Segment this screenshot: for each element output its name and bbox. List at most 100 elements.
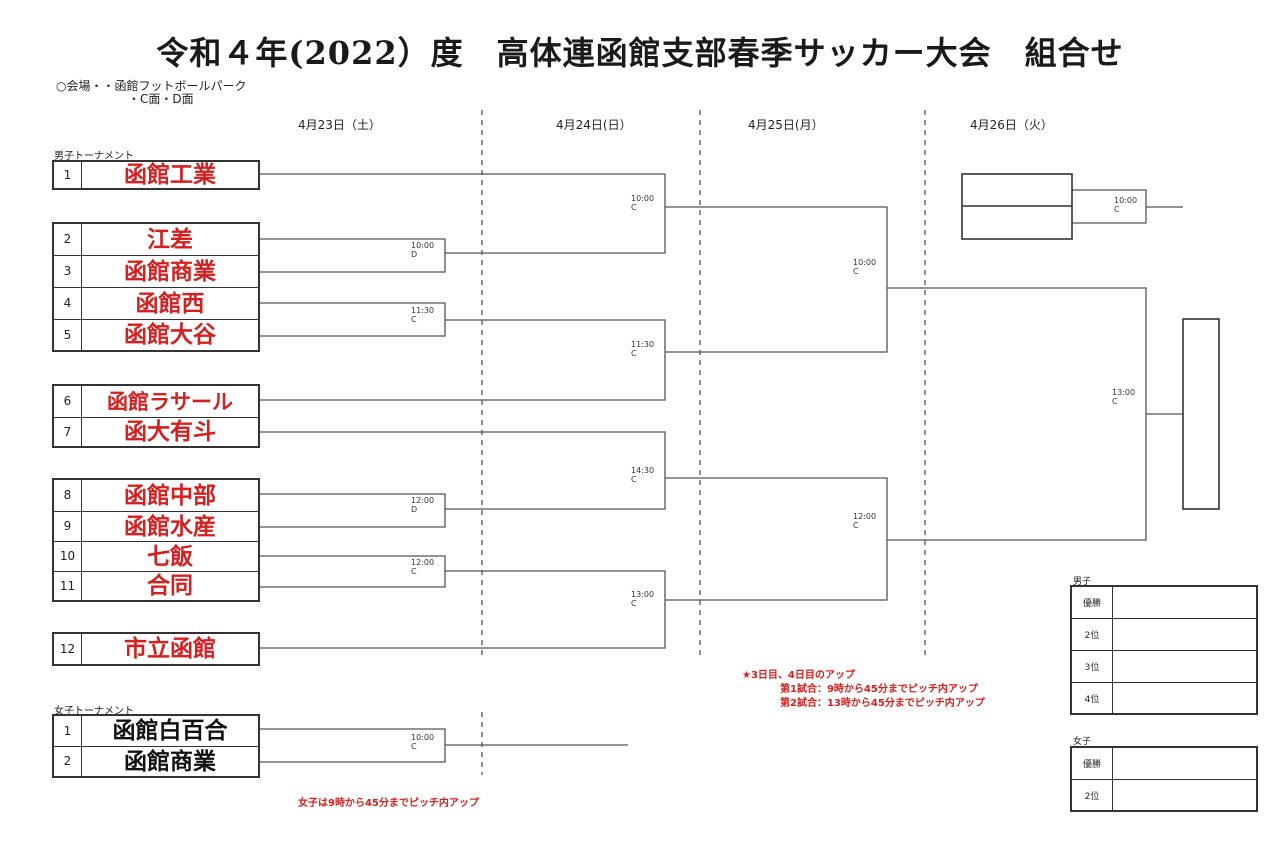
- team-name: 函大有斗: [124, 418, 216, 445]
- team-group-1: 1 函館工業: [52, 160, 260, 190]
- boys-note-title: ★3日目、4日目のアップ: [742, 670, 855, 681]
- match-court: C: [853, 267, 859, 276]
- team-row: 7 函大有斗: [54, 418, 258, 446]
- match-time: 11:30: [631, 340, 655, 349]
- venue-info: ○会場・・函館フットボールパーク ・C面・D面: [56, 80, 246, 106]
- team-number: 5: [54, 320, 82, 350]
- team-group-4: 8 函館中部 9 函館水産 10 七飯 11 合同: [52, 478, 260, 602]
- team-number: 2: [54, 224, 82, 255]
- team-name: 函館中部: [124, 482, 216, 509]
- result-rank: 優勝: [1072, 748, 1113, 779]
- girls-warmup-note: 女子は9時から45分までピッチ内アップ: [298, 798, 479, 809]
- boys-note-line2: 第2試合：13時から45分までピッチ内アップ: [780, 698, 985, 709]
- result-row: 優勝: [1072, 748, 1256, 780]
- day-label-4: 4月26日（火）: [970, 118, 1053, 132]
- team-row: 1 函館工業: [54, 162, 258, 188]
- boys-tournament-label: 男子トーナメント: [54, 151, 134, 162]
- team-number: 9: [54, 512, 82, 541]
- day-label-1: 4月23日（土）: [298, 118, 381, 132]
- match-time: 12:00: [853, 512, 877, 521]
- match-time: 14:30: [631, 466, 655, 475]
- team-name: 函館大谷: [124, 321, 216, 348]
- result-rank: 2位: [1072, 619, 1113, 650]
- match-court: C: [631, 203, 637, 212]
- result-row: 4位: [1072, 683, 1256, 713]
- team-row: 5 函館大谷: [54, 320, 258, 350]
- match-time: 10:00: [411, 241, 435, 250]
- venue-line-1: ○会場・・函館フットボールパーク: [56, 79, 247, 93]
- team-row: 10 七飯: [54, 542, 258, 572]
- girls-tournament-label: 女子トーナメント: [54, 706, 134, 717]
- match-court: C: [631, 475, 637, 484]
- team-name: 函館工業: [124, 162, 216, 188]
- match-court: C: [411, 315, 417, 324]
- result-row: 優勝: [1072, 587, 1256, 619]
- boys-results-table: 優勝 2位 3位 4位: [1070, 585, 1258, 715]
- team-number: 10: [54, 542, 82, 571]
- team-row: 3 函館商業: [54, 256, 258, 288]
- match-time: 10:00: [631, 194, 655, 203]
- result-rank: 2位: [1072, 780, 1113, 810]
- match-court: C: [411, 567, 417, 576]
- day-label-2: 4月24日(日）: [556, 118, 632, 132]
- boys-note-line1: 第1試合：9時から45分までピッチ内アップ: [780, 684, 978, 695]
- girls-team-group: 1 函館白百合 2 函館商業: [52, 714, 260, 778]
- team-group-5: 12 市立函館: [52, 632, 260, 666]
- team-name: 市立函館: [124, 635, 216, 662]
- match-court: C: [631, 599, 637, 608]
- match-time: 12:00: [411, 496, 435, 505]
- result-row: 2位: [1072, 619, 1256, 651]
- match-time: 12:00: [411, 558, 435, 567]
- match-time: 10:00: [853, 258, 877, 267]
- boys-warmup-note: ★3日目、4日目のアップ 第1試合：9時から45分までピッチ内アップ 第2試合：…: [742, 669, 985, 711]
- team-name: 函館水産: [124, 513, 216, 540]
- match-time: 13:00: [1112, 388, 1136, 397]
- boys-results-label: 男子: [1073, 577, 1092, 587]
- match-court: D: [411, 250, 418, 259]
- result-row: 3位: [1072, 651, 1256, 683]
- match-time: 11:30: [411, 306, 435, 315]
- team-number: 1: [54, 716, 82, 746]
- match-court: C: [1112, 397, 1118, 406]
- team-group-3: 6 函館ラサール 7 函大有斗: [52, 384, 260, 448]
- team-group-2: 2 江差 3 函館商業 4 函館西 5 函館大谷: [52, 222, 260, 352]
- page-title: 令和４年(2022）度 高体連函館支部春季サッカー大会 組合せ: [156, 34, 1124, 72]
- team-name: 函館ラサール: [107, 389, 233, 414]
- team-name: 合同: [147, 572, 193, 599]
- team-number: 11: [54, 572, 82, 600]
- team-name: 函館商業: [124, 258, 216, 285]
- team-row: 1 函館白百合: [54, 716, 258, 747]
- team-number: 3: [54, 256, 82, 287]
- match-time: 10:00: [1114, 196, 1138, 205]
- match-court: D: [411, 505, 418, 514]
- team-name: 江差: [147, 226, 193, 253]
- team-row: 2 江差: [54, 224, 258, 256]
- team-number: 6: [54, 386, 82, 417]
- match-court: C: [411, 742, 417, 751]
- team-name: 函館西: [135, 290, 205, 317]
- team-row: 9 函館水産: [54, 512, 258, 542]
- girls-results-label: 女子: [1073, 737, 1092, 747]
- team-row: 8 函館中部: [54, 480, 258, 512]
- team-number: 1: [54, 162, 82, 188]
- match-court: C: [853, 521, 859, 530]
- venue-line-2: ・C面・D面: [128, 92, 194, 106]
- match-court: C: [631, 349, 637, 358]
- team-name: 函館白百合: [112, 717, 228, 744]
- girls-results-table: 優勝 2位: [1070, 746, 1258, 812]
- team-number: 7: [54, 418, 82, 446]
